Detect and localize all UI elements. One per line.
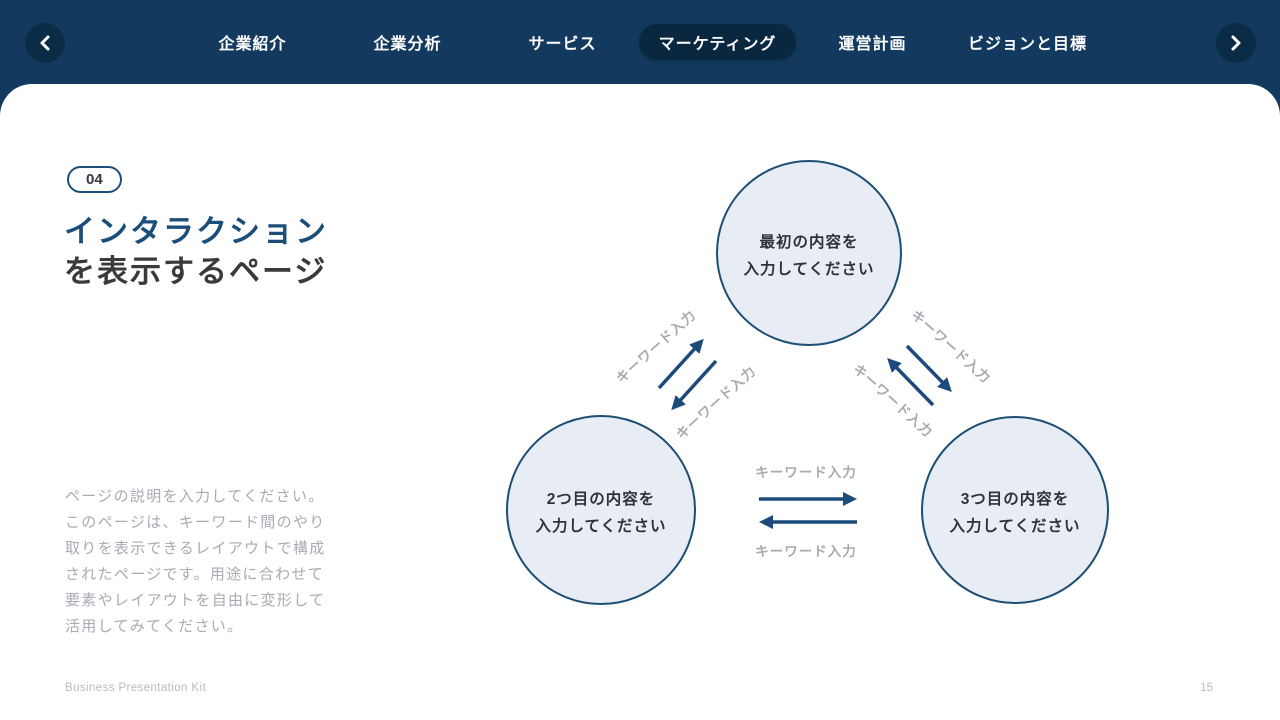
- edge-label-left-upper: キーワード入力: [613, 306, 699, 386]
- nav-tab-marketing-active[interactable]: マーケティング: [638, 24, 797, 60]
- node-3-text-line1: 3つ目の内容を: [961, 489, 1070, 508]
- description-line: 活用してみてください。: [65, 618, 244, 635]
- edge-label-right-lower: キーワード入力: [850, 360, 936, 440]
- node-2-text-line2: 入力してください: [535, 516, 666, 535]
- chevron-left-icon: [38, 35, 52, 51]
- arrow-node2-to-node1: [657, 338, 704, 390]
- slide-panel: 04 インタラクション を表示するページ ページの説明を入力してください。 この…: [0, 84, 1280, 720]
- arrow-node3-to-node1: [887, 357, 935, 407]
- description-line: このページは、キーワード間のやり: [65, 514, 326, 531]
- nav-tab-vision-goals[interactable]: ビジョンと目標: [967, 36, 1087, 53]
- top-navigation-bar: 企業紹介 企業分析 サービス マーケティング 運営計画 ビジョンと目標: [0, 0, 1280, 84]
- edge-label-center-upper: キーワード入力: [755, 464, 857, 480]
- slide-title-line1: インタラクション: [64, 214, 328, 249]
- node-circle-1: [716, 160, 902, 346]
- nav-tab-company-intro[interactable]: 企業紹介: [218, 36, 287, 53]
- node-2-text-line1: 2つ目の内容を: [547, 489, 656, 508]
- description-line: ページの説明を入力してください。: [65, 488, 325, 505]
- description-line: 取りを表示できるレイアウトで構成: [65, 540, 326, 557]
- edge-label-right-upper: キーワード入力: [908, 306, 994, 386]
- slide-number-badge: 04: [67, 166, 122, 193]
- node-1-text-line2: 入力してください: [743, 259, 874, 278]
- slide-title-line2: を表示するページ: [64, 254, 328, 289]
- node-1-text-line1: 最初の内容を: [759, 232, 858, 251]
- edge-label-center-lower: キーワード入力: [755, 543, 857, 559]
- slide-description: ページの説明を入力してください。 このページは、キーワード間のやり 取りを表示で…: [65, 484, 326, 640]
- arrow-node1-to-node3: [905, 344, 952, 393]
- diagram-svg: 最初の内容を 入力してください 2つ目の内容を 入力してください 3つ目の内容を…: [506, 160, 1109, 605]
- footer-brand: Business Presentation Kit: [65, 682, 207, 694]
- node-circle-3: [921, 416, 1109, 604]
- chevron-right-icon: [1229, 35, 1243, 51]
- nav-tab-services[interactable]: サービス: [528, 36, 597, 53]
- arrow-node1-to-node2: [671, 359, 718, 411]
- nav-tab-company-analysis[interactable]: 企業分析: [373, 36, 442, 53]
- interaction-diagram: 最初の内容を 入力してください 2つ目の内容を 入力してください 3つ目の内容を…: [460, 124, 1160, 680]
- description-line: されたページです。用途に合わせて: [65, 566, 325, 583]
- description-line: 要素やレイアウトを自由に変形して: [65, 592, 326, 609]
- prev-slide-button[interactable]: [25, 23, 65, 63]
- nav-tab-operation-plan[interactable]: 運営計画: [838, 36, 907, 53]
- edge-label-left-lower: キーワード入力: [673, 362, 759, 442]
- node-circle-2: [506, 415, 696, 605]
- footer-page-number: 15: [1200, 682, 1213, 694]
- nav-tabs: 企業紹介 企業分析 サービス マーケティング 運営計画 ビジョンと目標: [175, 24, 1105, 60]
- node-3-text-line2: 入力してください: [949, 516, 1080, 535]
- slide-title: インタラクション を表示するページ: [64, 212, 328, 292]
- next-slide-button[interactable]: [1216, 23, 1256, 63]
